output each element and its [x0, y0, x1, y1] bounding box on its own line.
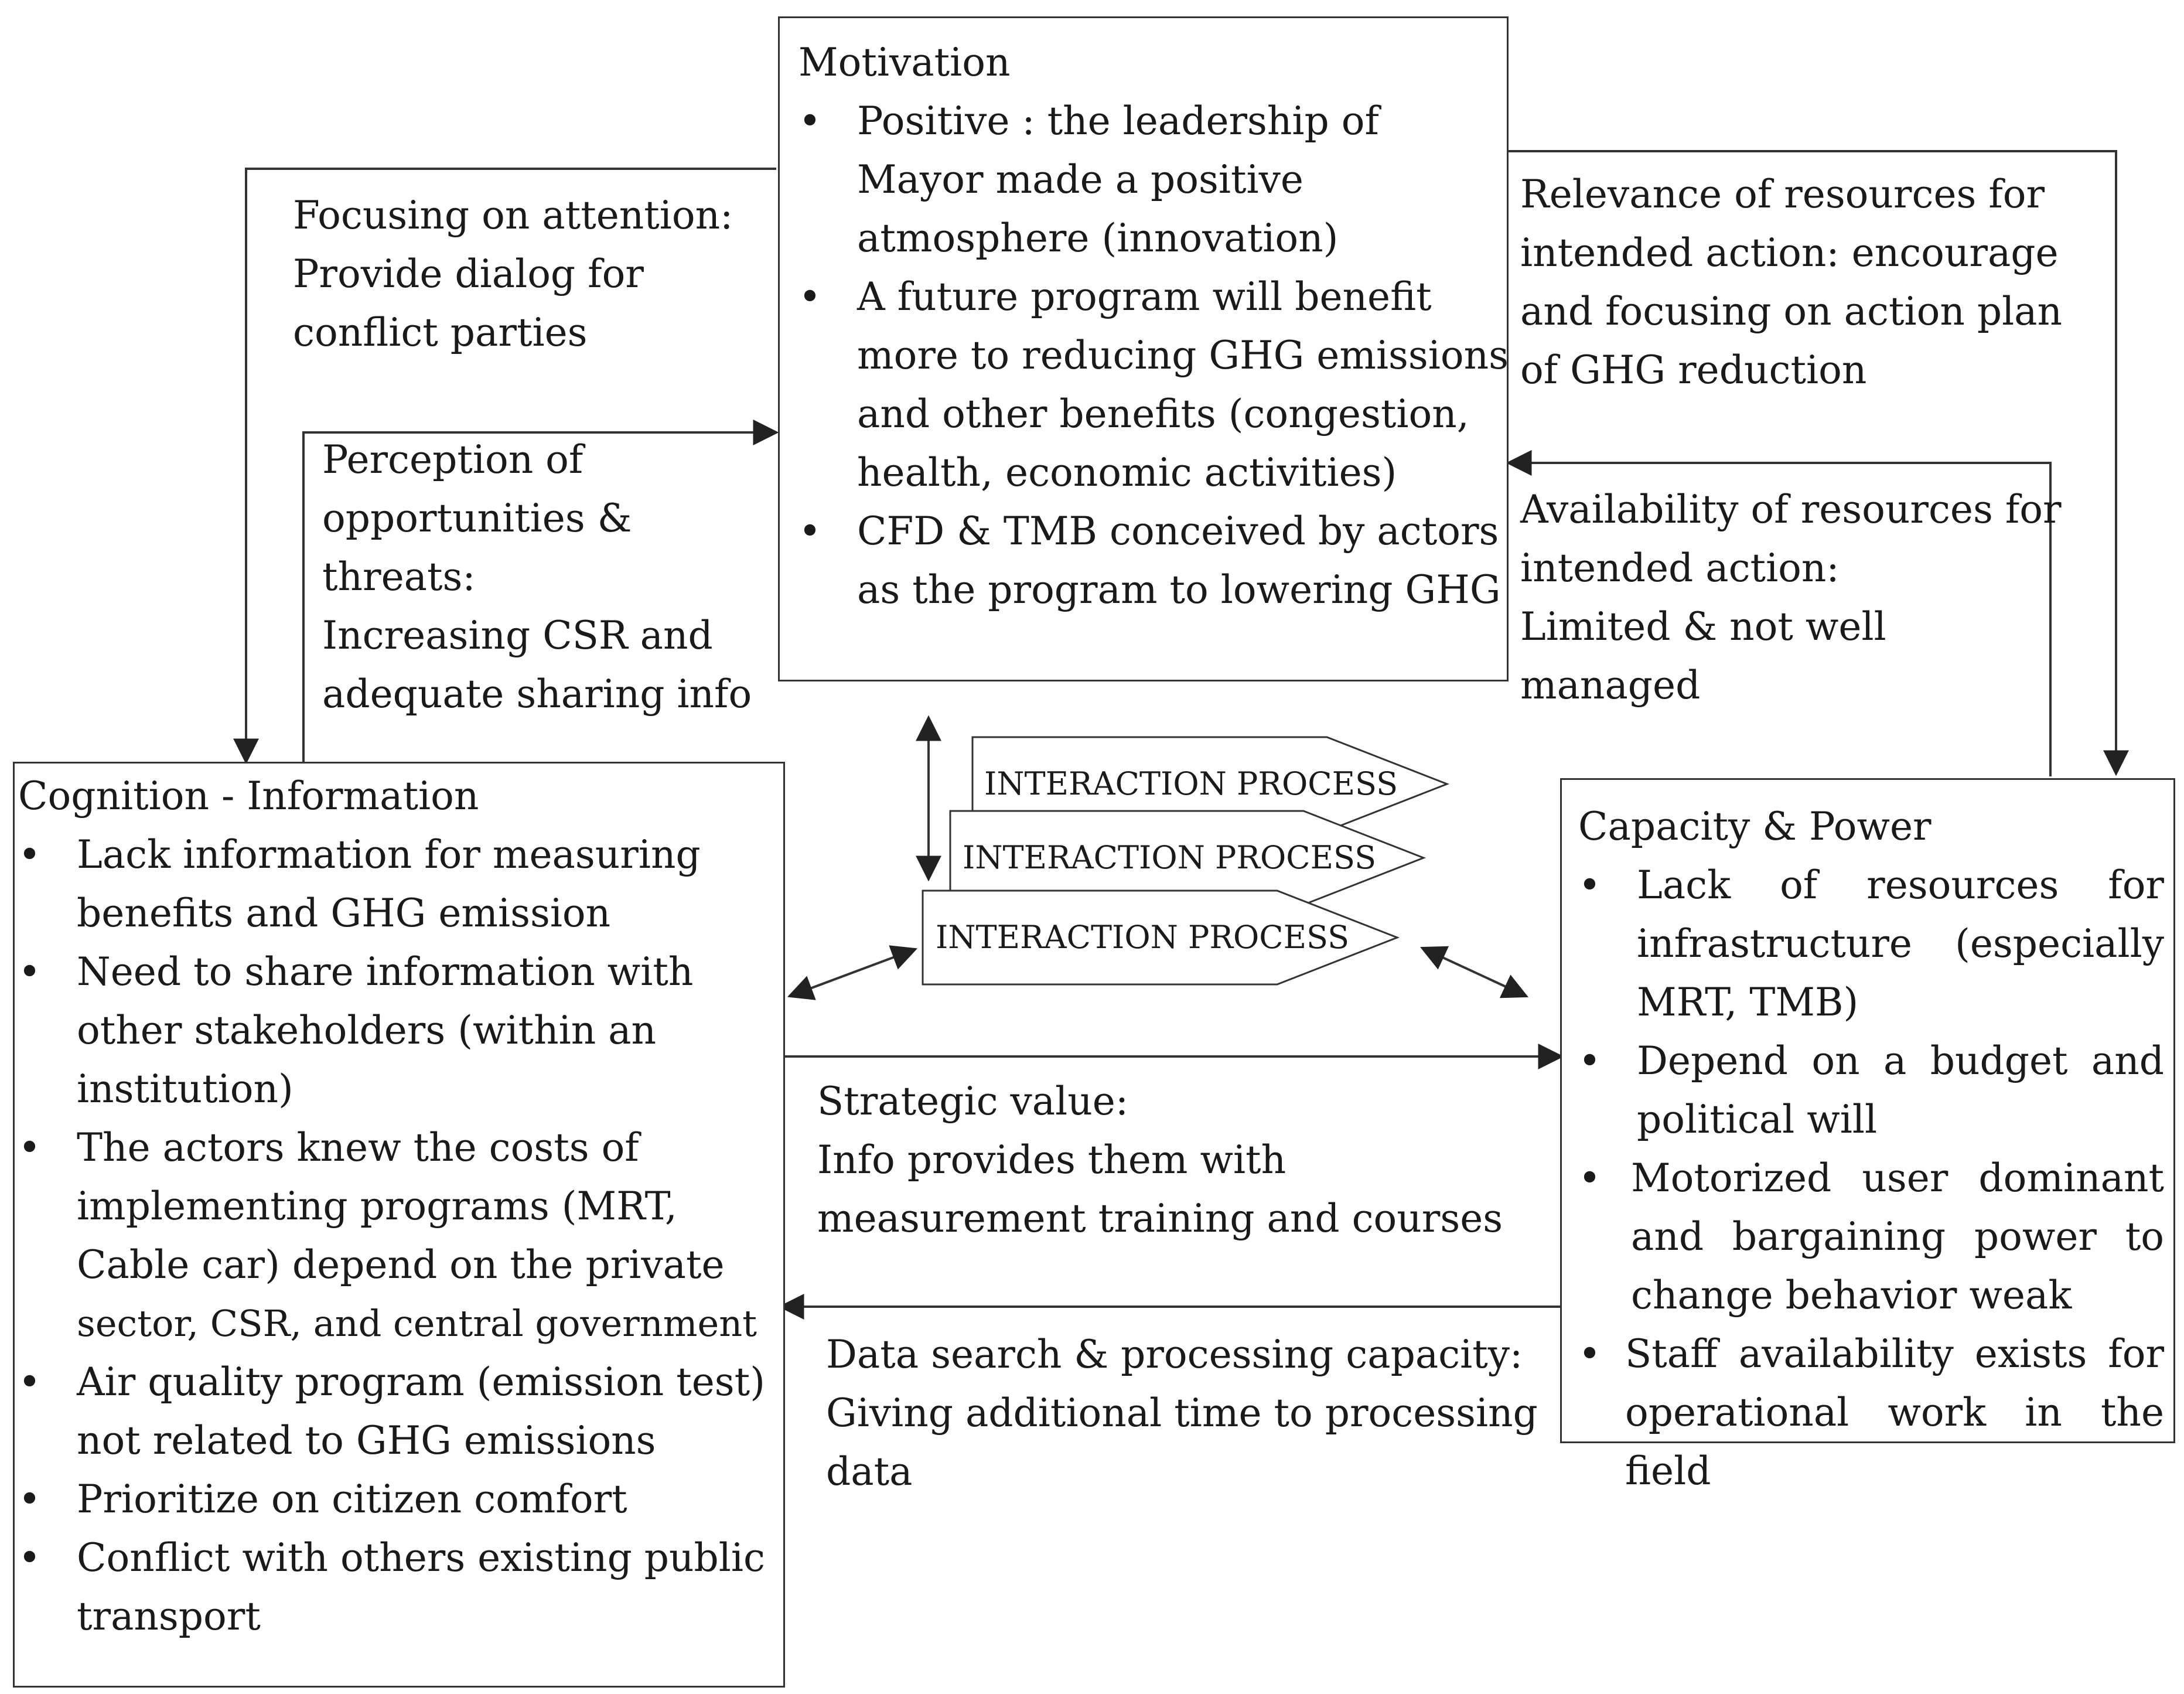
focusing-label: Focusing on attention: Provide dialog fo…	[293, 186, 733, 362]
relevance-label-line: of GHG reduction	[1520, 347, 1867, 393]
bullet-dot: •	[1578, 1331, 1601, 1376]
interaction-label-1: INTERACTION PROCESS	[984, 765, 1398, 802]
capacity-bullet-2-line: Depend on a budget and	[1637, 1038, 2164, 1083]
bullet-dot: •	[18, 1535, 41, 1580]
bullet-dot: •	[18, 1125, 41, 1170]
datasearch-label-line: Giving additional time to processing	[826, 1390, 1538, 1436]
availability-label-line: managed	[1520, 663, 1701, 708]
bullet-dot: •	[1578, 1156, 1601, 1201]
strategic-label-line: Strategic value:	[817, 1079, 1129, 1124]
motivation-bullet-2-line: A future program will benefit	[857, 274, 1432, 319]
cognition-bullet-3-line: implementing programs (MRT,	[77, 1184, 677, 1229]
capacity-bullet-1-line: Lack of resources for	[1637, 863, 2164, 908]
datasearch-label-line: data	[826, 1449, 913, 1494]
focusing-connector	[233, 168, 776, 765]
datasearch-label-line: Data search & processing capacity:	[826, 1332, 1523, 1377]
motivation-bullet-3-line: as the program to lowering GHG	[857, 567, 1501, 612]
motivation-bullet-1-line: Positive : the leadership of	[857, 98, 1379, 144]
strategic-label-line: Info provides them with	[817, 1137, 1286, 1182]
bullet-dot: •	[18, 949, 41, 994]
interaction-shape-2	[949, 810, 1427, 906]
capacity-bullet-3-line: Motorized user dominant	[1631, 1156, 2164, 1201]
capacity-bullet-1-line: MRT, TMB)	[1637, 980, 1859, 1025]
motivation-bullet-2-line: health, economic activities)	[857, 450, 1397, 495]
cognition-bullet-6-line: transport	[77, 1594, 261, 1639]
bullet-dot: •	[798, 274, 821, 319]
strategic-label: Strategic value: Info provides them with…	[817, 1072, 1503, 1248]
interaction-label-3: INTERACTION PROCESS	[936, 919, 1350, 956]
motivation-title: Motivation	[798, 40, 1011, 85]
cognition-interaction-arrow	[787, 945, 918, 1000]
capacity-bullet-1-line: infrastructure (especially	[1637, 921, 2164, 966]
cognition-bullet-3-line: The actors knew the costs of	[77, 1125, 639, 1170]
cognition-box: Cognition - Information • Lack informati…	[13, 762, 785, 1688]
bullet-dot: •	[18, 832, 41, 877]
capacity-bullet-2-line: political will	[1637, 1097, 1878, 1142]
relevance-label-line: intended action: encourage	[1520, 230, 2059, 275]
availability-label-line: Limited & not well	[1520, 604, 1886, 649]
bullet-dot: •	[798, 509, 821, 554]
cognition-bullet-4-line: Air quality program (emission test)	[77, 1359, 765, 1405]
relevance-label-line: Relevance of resources for	[1520, 172, 2045, 217]
relevance-connector	[1506, 150, 2129, 776]
perception-label: Perception of opportunities & threats: I…	[322, 431, 752, 724]
cognition-title: Cognition - Information	[18, 773, 479, 819]
perception-connector	[302, 420, 779, 762]
bullet-dot: •	[1578, 1038, 1601, 1083]
relevance-label: Relevance of resources for intended acti…	[1520, 165, 2062, 400]
capacity-bullet-4-line: Staff availability exists for	[1625, 1331, 2164, 1376]
cognition-bullet-2-line: other stakeholders (within an	[77, 1008, 657, 1053]
cognition-bullet-6-line: Conflict with others existing public	[77, 1535, 765, 1580]
interaction-shape-3	[922, 889, 1400, 986]
motivation-bullet-3-line: CFD & TMB conceived by actors	[857, 509, 1499, 554]
availability-connector	[1506, 450, 2052, 776]
bullet-dot: •	[18, 1359, 41, 1405]
capacity-box: Capacity & Power • Lack of resources for…	[1560, 778, 2175, 1494]
bullet-dot: •	[1578, 863, 1601, 908]
cognition-bullet-2-line: institution)	[77, 1066, 294, 1112]
datasearch-label: Data search & processing capacity: Givin…	[826, 1325, 1538, 1501]
motivation-bullet-1-line: Mayor made a positive	[857, 157, 1303, 202]
capacity-title: Capacity & Power	[1578, 804, 1932, 849]
strategic-label-line: measurement training and courses	[817, 1196, 1503, 1241]
perception-label-line: Increasing CSR and	[322, 613, 713, 658]
availability-label-line: intended action:	[1520, 546, 1840, 591]
perception-label-line: opportunities &	[322, 496, 632, 541]
perception-label-line: threats:	[322, 554, 476, 599]
cognition-bullet-4-line: not related to GHG emissions	[77, 1418, 656, 1463]
motivation-bullet-1-line: atmosphere (innovation)	[857, 216, 1339, 261]
capacity-bullet-4-line: operational work in the field	[1625, 1390, 2164, 1494]
cognition-bullet-2-line: Need to share information with	[77, 949, 694, 994]
bullet-dot: •	[18, 1477, 41, 1522]
availability-label: Availability of resources for intended a…	[1520, 480, 2062, 715]
motivation-bullet-2-line: and other benefits (congestion,	[857, 391, 1469, 437]
capacity-interaction-arrow	[1420, 946, 1528, 998]
motivation-bullet-2-line: more to reducing GHG emissions	[857, 333, 1509, 378]
capacity-bullet-3-line: and bargaining power to	[1631, 1214, 2164, 1259]
relevance-label-line: and focusing on action plan	[1520, 289, 2063, 334]
capacity-bullet-3-line: change behavior weak	[1631, 1273, 2072, 1318]
focusing-label-line: Provide dialog for	[293, 251, 644, 296]
cognition-bullet-1-line: Lack information for measuring	[77, 832, 701, 877]
focusing-label-line: conflict parties	[293, 310, 588, 355]
cognition-bullet-1-line: benefits and GHG emission	[77, 891, 611, 936]
availability-label-line: Availability of resources for	[1520, 487, 2062, 532]
bullet-dot: •	[798, 98, 821, 144]
cognition-bullet-3-line: Cable car) depend on the private	[77, 1242, 725, 1287]
cognition-bullet-3-line: sector, CSR, and central government	[77, 1302, 757, 1345]
focusing-label-line: Focusing on attention:	[293, 193, 733, 238]
perception-label-line: Perception of	[322, 437, 583, 482]
cognition-bullet-5-line: Prioritize on citizen comfort	[77, 1477, 627, 1522]
perception-label-line: adequate sharing info	[322, 672, 752, 717]
motivation-box: Motivation • Positive : the leadership o…	[778, 16, 1509, 681]
interaction-label-2: INTERACTION PROCESS	[963, 839, 1377, 876]
